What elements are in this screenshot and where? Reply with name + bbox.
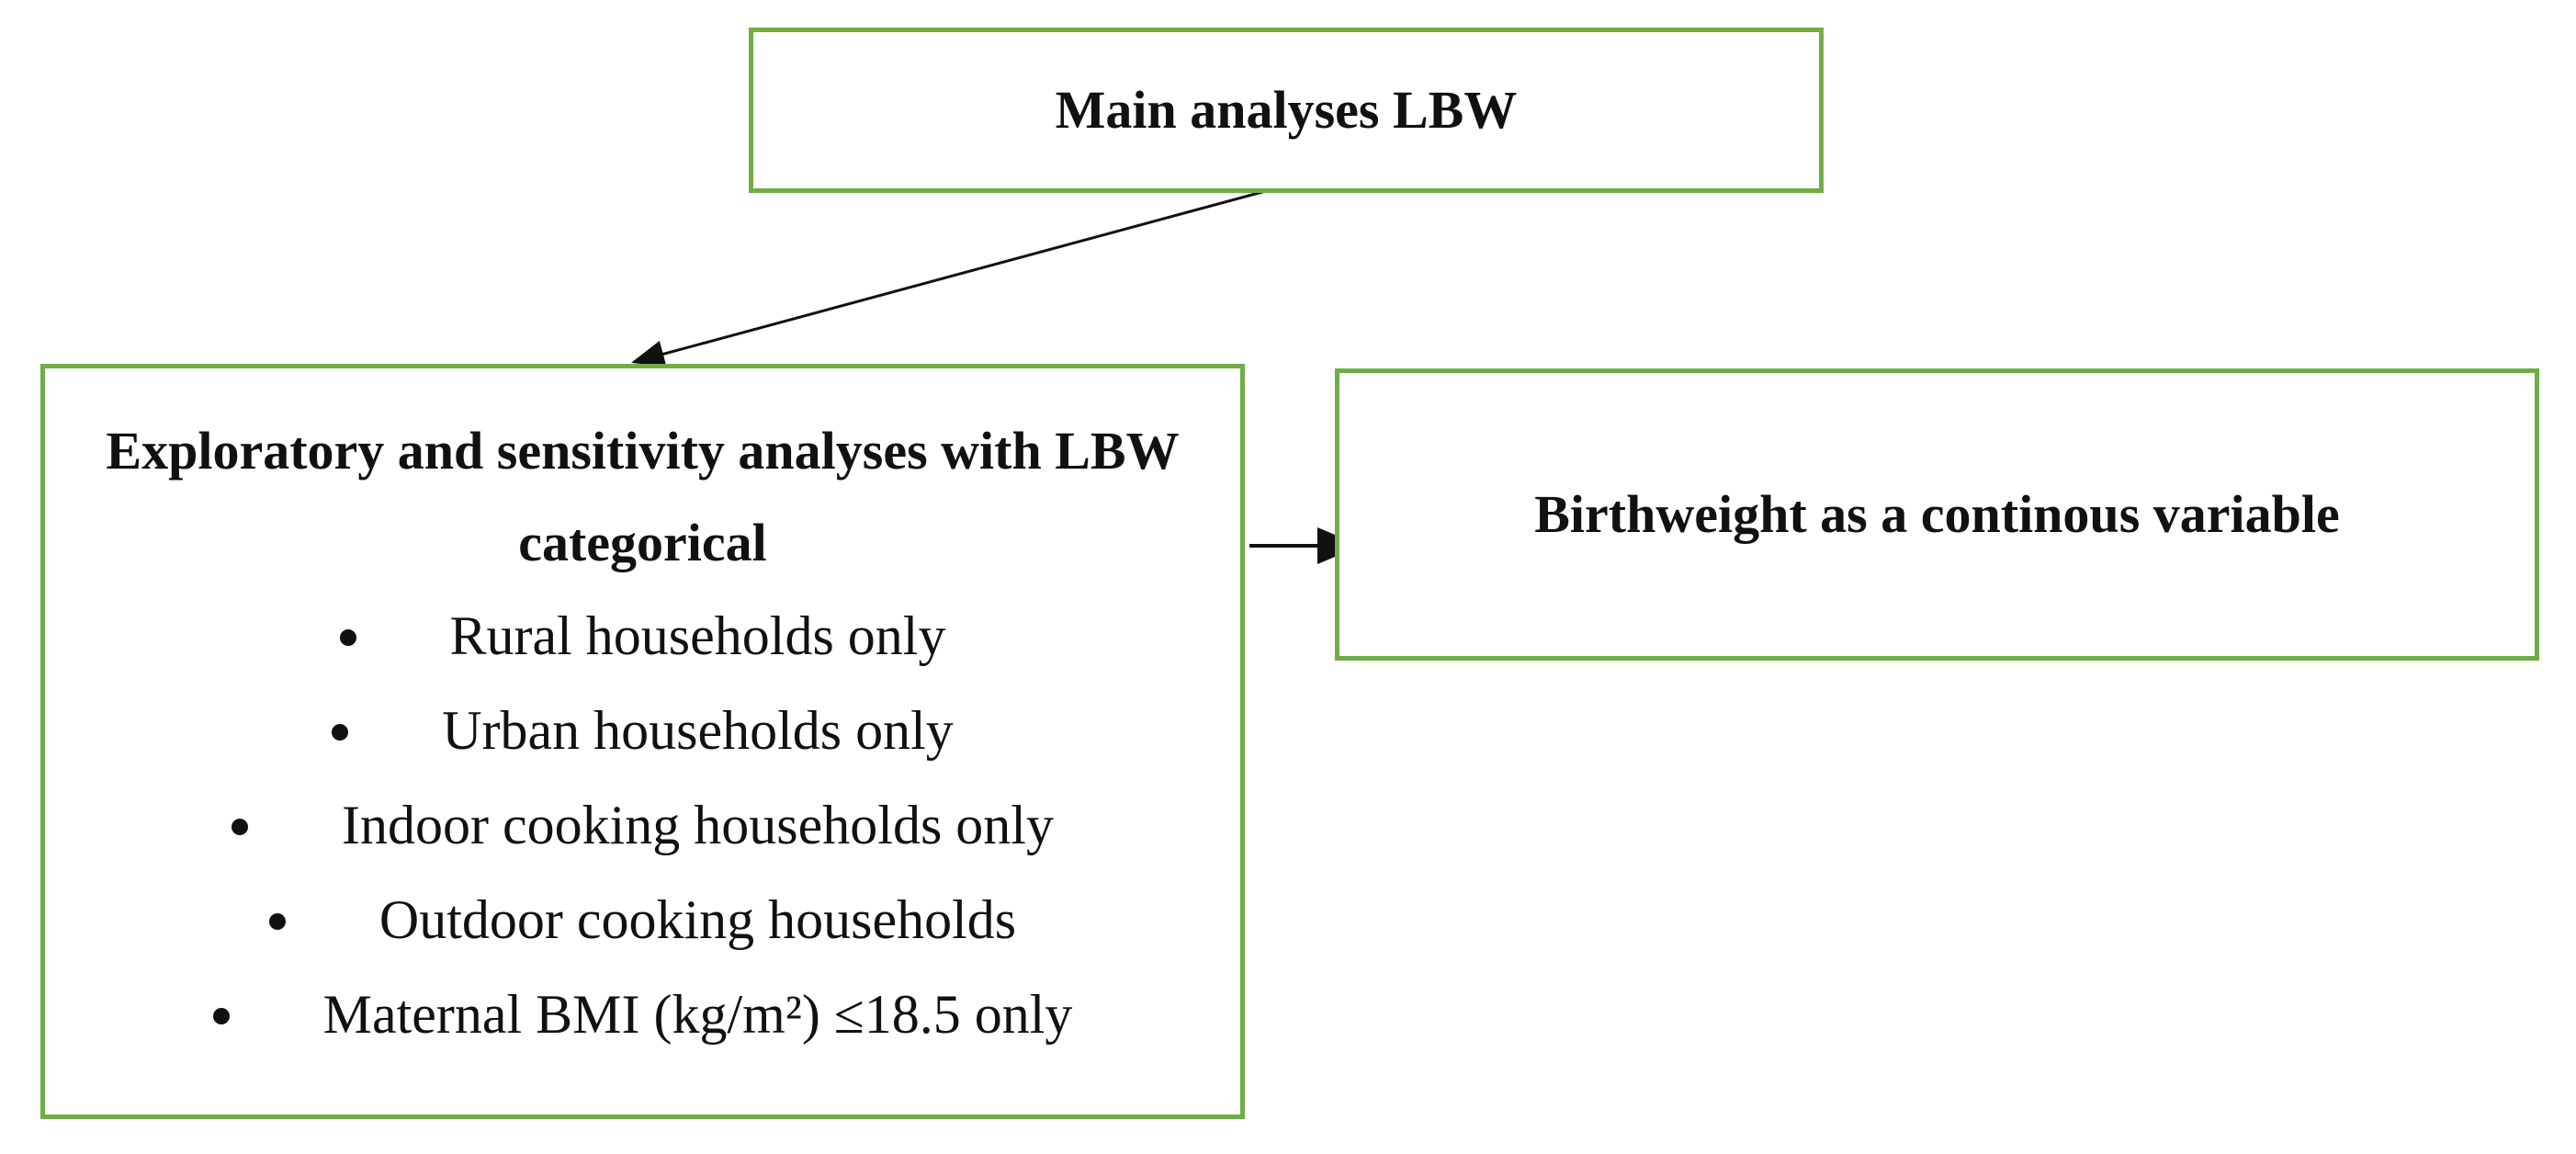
arrow-main-to-exploratory <box>631 187 1273 368</box>
list-item-label: Urban households only <box>442 700 954 761</box>
list-item-label: Rural households only <box>449 605 946 666</box>
main-analyses-title: Main analyses LBW <box>1055 80 1518 141</box>
list-item: Urban households only <box>45 684 1240 778</box>
list-item-label: Maternal BMI (kg/m²) ≤18.5 only <box>322 984 1073 1045</box>
list-item: Rural households only <box>45 589 1240 684</box>
bullet-icon <box>339 629 356 647</box>
list-item: Outdoor cooking households <box>45 873 1240 967</box>
main-analyses-box: Main analyses LBW <box>749 28 1824 193</box>
list-item-label: Indoor cooking households only <box>342 795 1054 855</box>
exploratory-analyses-box: Exploratory and sensitivity analyses wit… <box>40 364 1245 1119</box>
bullet-icon <box>332 724 349 741</box>
birthweight-title: Birthweight as a continous variable <box>1534 484 2340 545</box>
list-item: Indoor cooking households only <box>45 778 1240 873</box>
exploratory-analyses-title: Exploratory and sensitivity analyses wit… <box>106 421 1180 572</box>
bullet-icon <box>212 1008 230 1025</box>
bullet-icon <box>232 819 249 836</box>
list-item: Maternal BMI (kg/m²) ≤18.5 only <box>45 967 1240 1062</box>
birthweight-box: Birthweight as a continous variable <box>1335 368 2539 661</box>
list-item-label: Outdoor cooking households <box>378 889 1017 950</box>
analysis-subgroup-list: Rural households only Urban households o… <box>45 589 1240 1062</box>
bullet-icon <box>268 913 286 931</box>
